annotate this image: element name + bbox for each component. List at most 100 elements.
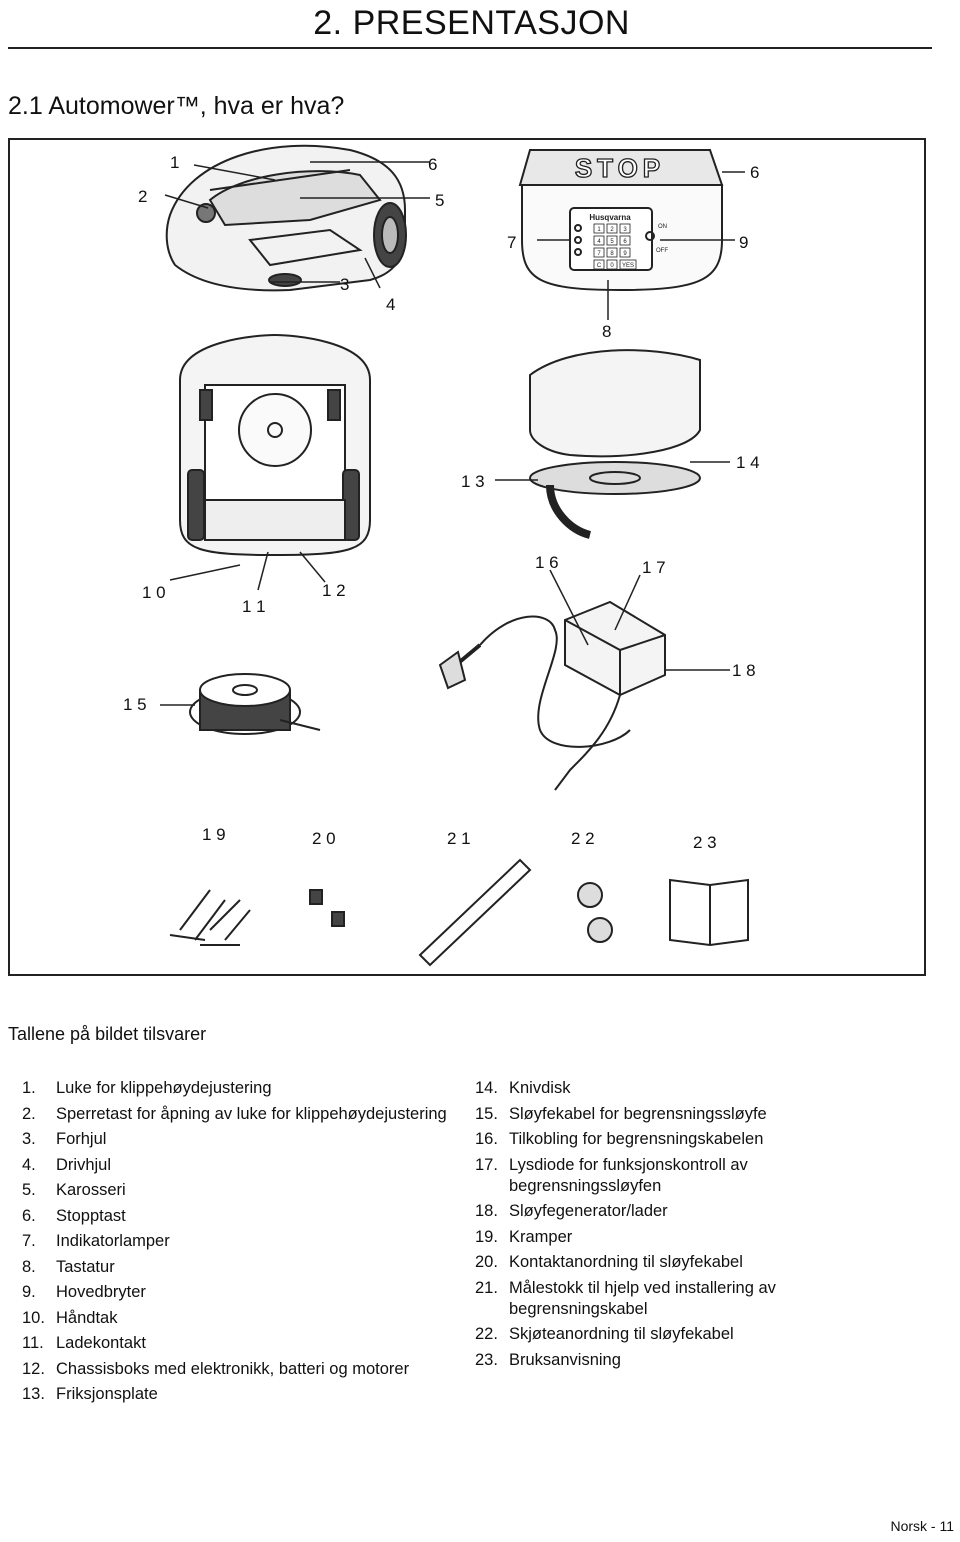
legend-item: 8.Tastatur: [8, 1257, 448, 1278]
legend-item-number: 14.: [475, 1079, 498, 1097]
legend-item-number: 7.: [22, 1232, 36, 1250]
keypad-key-label: 6: [623, 239, 627, 245]
keypad-key: [593, 247, 605, 258]
callout-13: 1 3: [461, 472, 485, 491]
legend-item-text: Luke for klippehøydejustering: [56, 1079, 272, 1097]
page-footer: Norsk - 11: [890, 1518, 954, 1534]
callout-leaders: [160, 161, 745, 706]
legend-item-text: Hovedbryter: [56, 1283, 146, 1301]
callout-10: 1 0: [142, 583, 166, 602]
callout-numbers: 1 2 3 4 5 6 6 7 8 9 1 0 1 1 1 2 1 3 1 4 …: [123, 153, 760, 852]
panel-stop-label: STOP: [575, 153, 665, 183]
callout-22: 2 2: [571, 829, 595, 848]
legend-item-text: Sløyfekabel for begrensningssløyfe: [509, 1104, 767, 1123]
small-parts-illustration: [169, 858, 749, 967]
legend-item-number: 22.: [475, 1325, 498, 1343]
legend-item-text: Stopptast: [56, 1206, 126, 1225]
keypad-key: [606, 235, 618, 246]
callout-21: 2 1: [447, 829, 471, 848]
callout-23: 2 3: [693, 833, 717, 852]
legend-item-number: 9.: [22, 1283, 36, 1301]
legend-item-number: 12.: [22, 1359, 45, 1378]
keypad-key: [619, 223, 631, 234]
legend-item-text: Drivhjul: [56, 1155, 112, 1174]
legend-item: 16. Tilkobling for begrensningskabelen: [461, 1129, 901, 1150]
legend-item-number: 23.: [475, 1350, 498, 1369]
legend-item-number: 15.: [475, 1104, 498, 1123]
legend-item-text: Chassisboks med elektronikk, batteri og …: [56, 1359, 410, 1378]
keypad-key-label: 2: [610, 227, 614, 233]
chapter-title: 2. PRESENTASJON: [313, 4, 630, 42]
keypad-key: [593, 259, 605, 270]
callout-12: 1 2: [322, 581, 346, 600]
legend-item-text: Knivdisk: [509, 1079, 571, 1097]
legend-item-number: 10.: [22, 1308, 45, 1327]
callout-19: 1 9: [202, 825, 226, 844]
legend-item: 10.Håndtak: [8, 1308, 448, 1329]
callout-1: 1: [170, 153, 179, 172]
legend-item-text: Forhjul: [56, 1130, 107, 1148]
callout-20: 2 0: [312, 829, 336, 848]
keypad-key: [606, 223, 618, 234]
callout-14: 1 4: [736, 453, 760, 472]
legend-item-number: 4.: [22, 1155, 36, 1174]
legend-item: 23. Bruksanvisning: [461, 1350, 901, 1371]
legend-item-number: 16.: [475, 1130, 498, 1148]
keypad-key: [619, 247, 631, 258]
legend-item-text: Tilkobling for begrensningskabelen: [509, 1130, 764, 1148]
callout-15: 1 5: [123, 695, 147, 714]
keypad-key: [593, 235, 605, 246]
callout-6: 6: [428, 155, 437, 174]
switch-on-label: ON: [658, 224, 667, 230]
legend-item: 21.Målestokk til hjelp ved installering …: [461, 1278, 901, 1320]
legend-item: 14. Knivdisk: [461, 1078, 901, 1099]
keypad-key-label: 7: [597, 251, 601, 257]
callout-5: 5: [435, 191, 444, 210]
keypad-key: [606, 247, 618, 258]
callout-18: 1 8: [732, 661, 756, 680]
legend-item-text: Målestokk til hjelp ved installering av …: [509, 1278, 776, 1318]
keypad-key: [619, 259, 637, 270]
callout-16: 1 6: [535, 553, 559, 572]
keypad-key-label: 0: [610, 263, 614, 269]
legend-item: 11. Ladekontakt: [8, 1333, 448, 1354]
legend-item-number: 17.: [475, 1155, 498, 1174]
mower-illustration: [165, 144, 407, 292]
legend-item: 5.Karosseri: [8, 1180, 448, 1201]
legend-item-text: Lysdiode for funksjonskontroll av begren…: [509, 1155, 748, 1195]
legend-item-number: 11.: [22, 1334, 44, 1352]
legend-item-text: Karosseri: [56, 1181, 126, 1199]
blade-disc-illustration: [529, 349, 701, 539]
legend-item-number: 8.: [22, 1257, 36, 1276]
callout-7: 7: [507, 233, 516, 252]
legend-item: 12. Chassisboks med elektronikk, batteri …: [8, 1359, 448, 1380]
callout-11: 1 1: [242, 597, 266, 616]
switch-off-label: OFF: [656, 248, 668, 254]
callout-2: 2: [138, 187, 147, 206]
keypad-key-label: 8: [610, 251, 614, 257]
keypad-key: [606, 259, 618, 270]
section-title: 2.1 Automower™, hva er hva?: [8, 92, 345, 120]
legend-item-number: 1.: [22, 1079, 36, 1097]
legend-item: 20.Kontaktanordning til sløyfekabel: [461, 1252, 901, 1273]
legend-item-text: Sperretast for åpning av luke for klippe…: [56, 1104, 447, 1123]
legend-item-text: Kontaktanordning til sløyfekabel: [509, 1253, 743, 1271]
keypad-key-label: 9: [623, 251, 627, 257]
callout-9: 9: [739, 233, 748, 252]
keypad-key-label: 5: [610, 239, 614, 245]
legend-item-text: Friksjonsplate: [56, 1385, 158, 1403]
panel-brand-label: Husqvarna: [589, 213, 631, 222]
legend-item-text: Kramper: [509, 1227, 573, 1246]
keypad-key-label: 4: [597, 239, 601, 245]
legend-item-text: Ladekontakt: [56, 1334, 146, 1352]
callout-3: 3: [340, 275, 349, 294]
legend-item: 18.Sløyfegenerator/lader: [461, 1201, 901, 1222]
legend-item: 1. Luke for klippehøydejustering: [8, 1078, 448, 1099]
legend-item-text: Bruksanvisning: [509, 1350, 621, 1369]
legend-item-text: Indikatorlamper: [56, 1232, 170, 1250]
charging-station-illustration: [438, 600, 666, 791]
legend-item-number: 19.: [475, 1227, 498, 1246]
